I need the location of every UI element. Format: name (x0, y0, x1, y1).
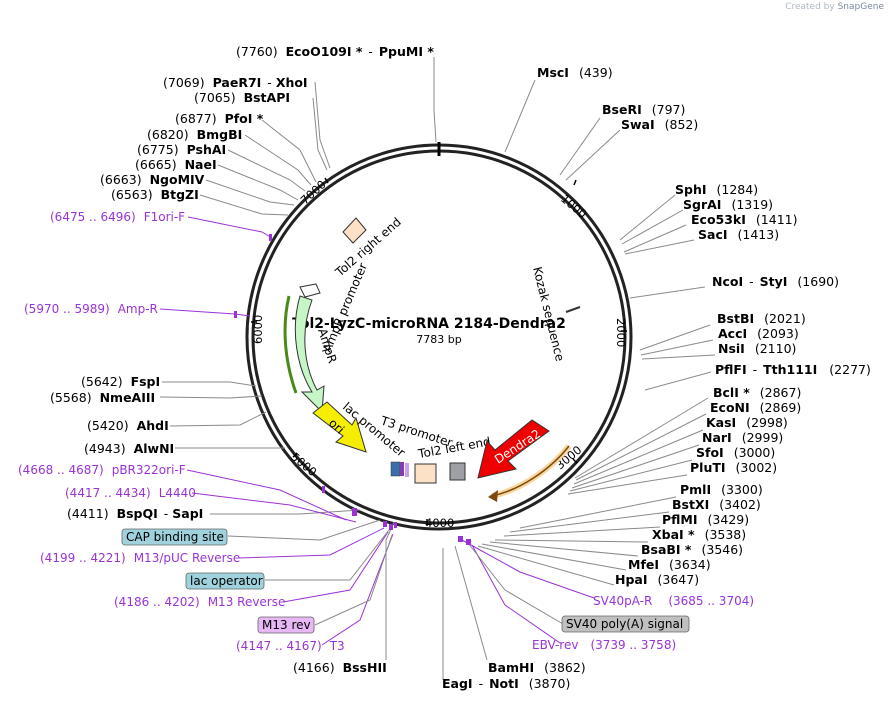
site-bstapi[interactable]: (7065)BstAPI (194, 90, 290, 105)
site-acci[interactable]: AccI(2093) (718, 326, 799, 341)
site-ecoo109i[interactable]: (7760)EcoO109I *-PpuMI * (236, 44, 434, 59)
site-eco53ki[interactable]: Eco53kI(1411) (691, 212, 797, 227)
feature-tol2-right[interactable] (342, 217, 367, 244)
site-ngomiv[interactable]: (6663)NgoMIV (100, 172, 205, 187)
site-swai[interactable]: SwaI(852) (621, 117, 698, 132)
feature-orange-arc (488, 444, 572, 502)
site-bstxi[interactable]: BstXI(3402) (672, 497, 761, 512)
site-mfei[interactable]: MfeI(3634) (628, 557, 711, 572)
site-sphi[interactable]: SphI(1284) (675, 182, 758, 197)
site-alwni[interactable]: (4943)AlwNI (84, 441, 174, 456)
feat-amp-r[interactable]: (5970 .. 5989)Amp-R (24, 302, 158, 316)
feat-m13-puc-reverse[interactable]: (4199 .. 4221)M13/pUC Reverse (40, 551, 240, 565)
site-xbai[interactable]: XbaI *(3538) (652, 527, 746, 542)
tick-label-4000: 4000 (425, 516, 454, 530)
plasmid-length: 7783 bp (416, 333, 461, 346)
site-pflfi[interactable]: PflFI-Tth111I(2277) (715, 362, 871, 377)
site-pfoi[interactable]: (6877)PfoI * (175, 111, 264, 126)
site-btgzi[interactable]: (6563)BtgZI (111, 187, 199, 202)
site-nsii[interactable]: NsiI(2110) (718, 341, 796, 356)
site-bsabi[interactable]: BsaBI *(3546) (641, 542, 743, 557)
feature-tol2-left[interactable] (414, 463, 437, 484)
site-hpai[interactable]: HpaI(3647) (615, 572, 699, 587)
feat-t3[interactable]: (4147 .. 4167)T3 (236, 639, 345, 653)
site-pmli[interactable]: PmlI(3300) (680, 482, 763, 497)
box-sv40-polya[interactable]: SV40 poly(A) signal (561, 615, 690, 633)
box-m13-rev-label: M13 rev (262, 618, 311, 632)
feature-small-blocks (390, 461, 409, 477)
box-cap-binding-site-label: CAP binding site (126, 530, 224, 544)
site-pluti[interactable]: PluTI(3002) (690, 460, 777, 475)
site-sfoi[interactable]: SfoI(3000) (696, 445, 775, 460)
plasmid-title: Tol2-LyzC-microRNA 2184-Dendra2 (292, 316, 566, 332)
site-bmgbi[interactable]: (6820)BmgBI (147, 127, 242, 142)
box-lac-operator-label: lac operator (190, 574, 263, 588)
tick-label-6000: 6000 (251, 315, 265, 344)
feat-sv40pa-r[interactable]: SV40pA-R(3685 .. 3704) (593, 594, 754, 608)
feature-dendra2-arrow[interactable] (477, 419, 550, 479)
site-pflmi[interactable]: PflMI(3429) (662, 512, 749, 527)
box-lac-operator[interactable]: lac operator (185, 572, 265, 590)
site-sgrai[interactable]: SgrAI(1319) (683, 197, 773, 212)
site-bsshii[interactable]: (4166)BssHII (293, 660, 387, 675)
feature-ori-arrow[interactable] (312, 401, 367, 453)
feat-pbr322ori-f[interactable]: (4668 .. 4687)pBR322ori-F (18, 463, 186, 477)
site-bcli[interactable]: BclI *(2867) (713, 385, 801, 400)
site-nmeaiii[interactable]: (5568)NmeAIII (50, 390, 155, 405)
site-kasi[interactable]: KasI(2998) (706, 415, 788, 430)
site-nari[interactable]: NarI(2999) (702, 430, 783, 445)
snapgene-credit: Created by SnapGene (785, 2, 884, 12)
site-econi[interactable]: EcoNI(2869) (710, 400, 801, 415)
site-bamhi[interactable]: BamHI(3862) (488, 660, 586, 675)
box-m13-rev[interactable]: M13 rev (257, 616, 315, 634)
feat-l4440[interactable]: (4417 .. 4434)L4440 (65, 486, 196, 500)
credit-prefix: Created by (785, 2, 835, 12)
site-msci[interactable]: MscI(439) (537, 65, 613, 80)
site-pshai[interactable]: (6775)PshAI (137, 142, 226, 157)
tick-label-2000: 2000 (614, 318, 628, 347)
site-fspi[interactable]: (5642)FspI (81, 374, 160, 389)
leaders-left (159, 57, 437, 660)
site-ahdi[interactable]: (5420)AhdI (87, 418, 169, 433)
feat-ebv-rev[interactable]: EBV-rev(3739 .. 3758) (532, 638, 676, 652)
site-saci[interactable]: SacI(1413) (698, 227, 779, 242)
tick-marks (251, 177, 627, 526)
feature-amp-promoter[interactable] (299, 283, 321, 298)
feature-kozak (565, 306, 581, 313)
site-bspqi[interactable]: (4411)BspQI-SapI (67, 506, 203, 521)
credit-brand: SnapGene (837, 2, 884, 12)
box-sv40-polya-label: SV40 poly(A) signal (566, 617, 683, 631)
feat-m13-reverse[interactable]: (4186 .. 4202)M13 Reverse (114, 595, 285, 609)
site-paer7i[interactable]: (7069)PaeR7I-XhoI (163, 75, 308, 90)
site-naei[interactable]: (6665)NaeI (135, 157, 217, 172)
feature-ampr-arrow[interactable] (283, 295, 325, 414)
site-ncoi[interactable]: NcoI-StyI(1690) (712, 274, 839, 289)
feat-f1ori-f[interactable]: (6475 .. 6496)F1ori-F (50, 210, 185, 224)
site-bstbi[interactable]: BstBI(2021) (717, 311, 806, 326)
tick-label-1000: 1000 (558, 192, 589, 222)
box-cap-binding-site[interactable]: CAP binding site (121, 528, 228, 546)
leaders-right (442, 79, 716, 680)
site-eagi[interactable]: EagI-NotI(3870) (442, 676, 570, 691)
feature-grey-block[interactable] (449, 462, 466, 481)
label-kozak: Kozak sequence (530, 265, 567, 362)
site-beri[interactable]: BseRI(797) (602, 102, 685, 117)
feature-marks (234, 234, 471, 545)
